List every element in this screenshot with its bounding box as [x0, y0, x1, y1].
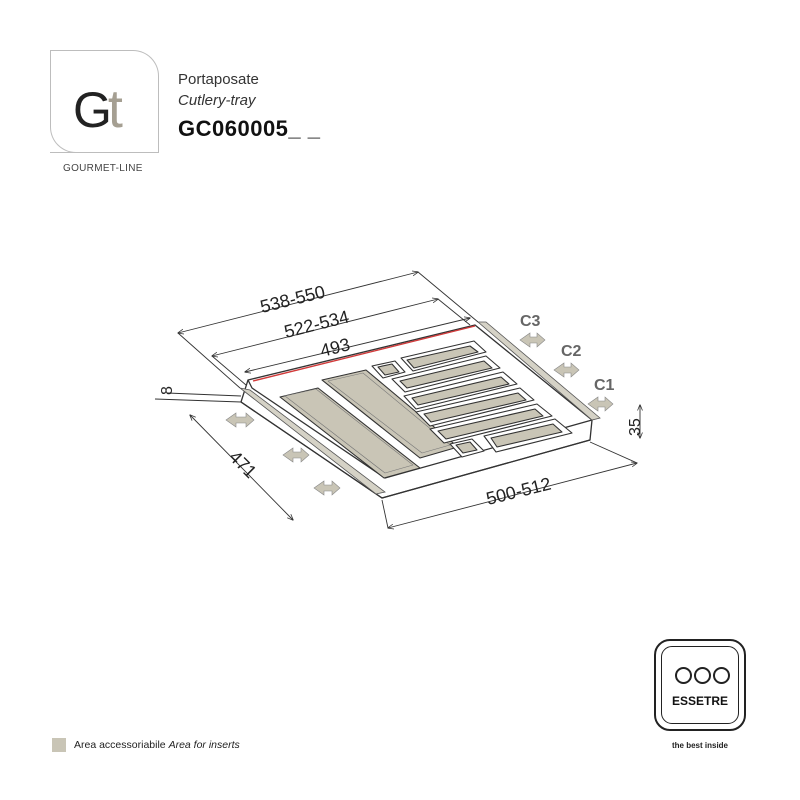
product-code: GC060005_ _ [178, 116, 321, 141]
brand-circles [673, 667, 733, 687]
brand-name: ESSETRE [671, 694, 728, 708]
essetre-logo: ESSETRE [654, 639, 746, 731]
brand-circle [675, 667, 692, 684]
dim-side-gap: 8 [159, 386, 176, 395]
product-title-italian: Portaposate [178, 71, 259, 88]
brand-inner-frame: ESSETRE [661, 646, 739, 724]
dimension-lines [154, 272, 640, 528]
brand-circle [713, 667, 730, 684]
legend-label-italian: Area accessoriabile [74, 739, 166, 751]
product-title-english: Cutlery-tray [178, 92, 256, 109]
legend-label-english: Area for inserts [168, 739, 240, 751]
logo-caption: GOURMET-LINE [63, 163, 143, 174]
brand-circle [694, 667, 711, 684]
legend-label: Area accessoriabile Area for inserts [74, 739, 240, 751]
brand-tagline: the best inside [671, 741, 728, 750]
dim-height: 35 [627, 418, 644, 436]
dim-front-width: 500-512 [484, 473, 553, 508]
label-c3: C3 [520, 313, 541, 330]
label-c1: C1 [594, 377, 615, 394]
legend-swatch [52, 738, 66, 752]
label-c2: C2 [561, 343, 582, 360]
logo-frame [50, 50, 159, 153]
dim-outer-width: 538-550 [258, 281, 327, 316]
dim-depth: 471 [225, 447, 260, 482]
